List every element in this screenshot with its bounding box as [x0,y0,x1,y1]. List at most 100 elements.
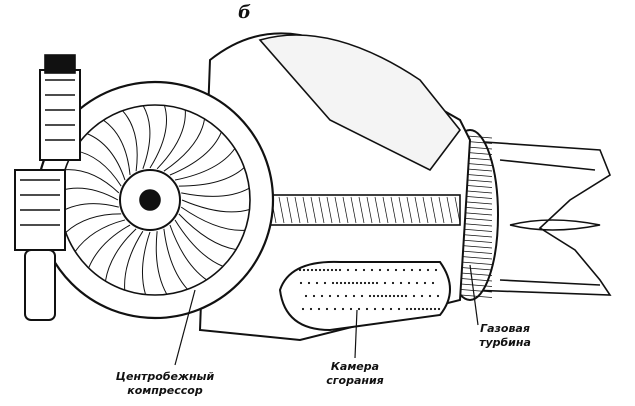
chamber-perforation [362,268,366,272]
compressor-blade [104,228,137,282]
chamber-perforation [418,268,422,272]
leader-compressor [174,289,196,366]
compressor-blade [74,219,126,252]
chamber-perforation [384,294,388,298]
shaft-hatch [350,196,357,224]
shaft-hatch [414,196,421,224]
chamber-perforation [310,268,314,272]
chamber-perforation [405,307,409,311]
chamber-perforation [352,294,356,298]
shaft-hatch [278,196,285,224]
chamber-perforation [363,281,367,285]
chamber-perforation [336,294,340,298]
compressor-blade [163,118,206,172]
chamber-perforation [304,294,308,298]
chamber-perforation [400,294,404,298]
chamber-perforation [351,281,355,285]
chamber-perforation [428,294,432,298]
compressor-blade [181,187,250,197]
shaft-hatch [334,196,341,224]
chamber-perforation [306,268,310,272]
chamber-perforation [433,307,437,311]
chamber-perforation [349,307,353,311]
chamber-perforation [338,268,342,272]
shaft-hatch [438,196,445,224]
chamber-perforation [399,281,403,285]
chamber-perforation [360,294,364,298]
label-gas-turbine: Газовая турбина [470,322,540,350]
combustion-chamber [278,260,451,332]
compressor-blade [149,105,167,169]
chamber-perforation [302,268,306,272]
compressor-blade [88,224,131,269]
chamber-perforation [339,281,343,285]
chamber-perforation [373,307,377,311]
label-line: Камера [330,360,380,373]
compressor-blade [180,206,246,231]
shaft-hatch [326,196,333,224]
shaft-hatch [294,196,301,224]
shaft-hatch [366,196,373,224]
chamber-perforation [409,307,413,311]
chamber-perforation [357,307,361,311]
shaft-hatch [310,196,317,224]
shaft-hatch [358,196,365,224]
chamber-perforation [335,281,339,285]
chamber-perforation [413,307,417,311]
chamber-perforation [380,294,384,298]
chamber-perforation [397,307,401,311]
main-shaft [249,194,461,226]
chamber-perforation [370,268,374,272]
chamber-perforation [346,268,350,272]
shaft-hatch [406,196,413,224]
label-line: Газовая [480,322,530,335]
chamber-perforation [423,281,427,285]
compressor-blade [65,213,122,233]
shaft-hatch [454,196,461,224]
chamber-perforation [359,281,363,285]
chamber-perforation [320,294,324,298]
shaft-hatch [374,196,381,224]
chamber-perforation [355,281,359,285]
chamber-perforation [299,281,303,285]
chamber-perforation [298,268,302,272]
leader-chamber [354,309,358,359]
chamber-perforation [429,307,433,311]
chamber-perforation [412,294,416,298]
compressor-blade [86,133,126,181]
chamber-perforation [333,307,337,311]
compressor-blade [181,199,250,213]
chamber-perforation [354,268,358,272]
chamber-perforation [367,281,371,285]
shaft-hatch [342,196,349,224]
chamber-perforation [328,294,332,298]
chamber-perforation [381,307,385,311]
chamber-perforation [389,307,393,311]
chamber-perforation [372,294,376,298]
shaft-hatch [398,196,405,224]
chamber-perforation [391,281,395,285]
chamber-perforation [322,268,326,272]
shaft-hatch [302,196,309,224]
chamber-perforation [325,307,329,311]
chamber-perforation [347,281,351,285]
compressor-blade [174,219,224,267]
label-line: турбина [479,336,531,349]
chamber-perforation [394,268,398,272]
compressor-blade [178,167,245,187]
chamber-perforation [334,268,338,272]
chamber-perforation [378,268,382,272]
chamber-perforation [396,294,400,298]
chamber-perforation [417,307,421,311]
chamber-perforation [376,294,380,298]
chamber-perforation [314,268,318,272]
shaft-hatch [286,196,293,224]
compressor-blade [103,119,131,176]
label-line: Центробежный [115,370,215,383]
chamber-perforation [402,268,406,272]
chamber-perforation [421,307,425,311]
chamber-perforation [425,307,429,311]
chamber-perforation [301,307,305,311]
